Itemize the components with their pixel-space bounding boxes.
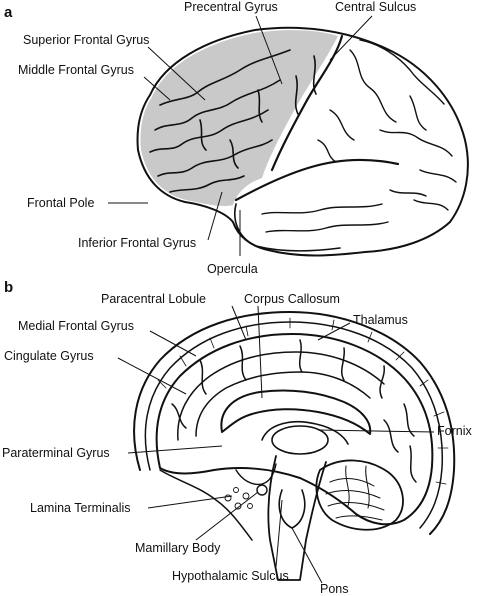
skull-texture — [157, 317, 449, 485]
label-middle-frontal-gyrus: Middle Frontal Gyrus — [18, 63, 134, 77]
sphenoid-texture — [224, 487, 253, 510]
label-corpus-callosum: Corpus Callosum — [244, 292, 340, 306]
corpus-callosum-shape — [220, 389, 372, 435]
label-medial-frontal-gyrus: Medial Frontal Gyrus — [18, 319, 134, 333]
pons-bulge — [278, 489, 306, 529]
panel-b-letter: b — [4, 279, 13, 296]
cerebellum-shape — [315, 459, 404, 531]
temporal-lobe-outline — [234, 203, 341, 252]
thalamus-shape — [271, 425, 329, 455]
label-mamillary-body: Mamillary Body — [135, 541, 221, 555]
skull-outline — [133, 311, 456, 535]
frontal-lobe-shading — [140, 30, 338, 207]
label-superior-frontal-gyrus: Superior Frontal Gyrus — [23, 33, 149, 47]
label-cingulate-gyrus: Cingulate Gyrus — [4, 349, 94, 363]
hemisphere-outline — [136, 26, 469, 257]
label-central-sulcus: Central Sulcus — [335, 0, 416, 14]
lateral-brain-illustration — [136, 26, 469, 257]
panel-a-letter: a — [4, 4, 13, 21]
fornix-shape — [261, 420, 349, 445]
label-paracentral-lobule: Paracentral Lobule — [101, 292, 206, 306]
frontal-gyri — [149, 49, 317, 193]
cerebellum-folia — [325, 465, 385, 521]
panel-a: a — [4, 0, 469, 276]
label-fornix: Fornix — [437, 424, 472, 438]
panel-a-leaders — [108, 15, 373, 256]
medial-brain-illustration — [133, 311, 456, 581]
label-opercula: Opercula — [207, 262, 258, 276]
skull-base — [159, 469, 253, 541]
label-precentral-gyrus: Precentral Gyrus — [184, 0, 278, 14]
label-inferior-frontal-gyrus: Inferior Frontal Gyrus — [78, 236, 196, 250]
medial-gyri — [171, 339, 417, 483]
hypothalamus-region — [235, 463, 277, 486]
label-frontal-pole: Frontal Pole — [27, 196, 94, 210]
label-hypothalamic-sulcus: Hypothalamic Sulcus — [172, 569, 289, 583]
panel-b-leaders — [117, 305, 435, 584]
lateral-fissure-line — [234, 158, 400, 202]
posterior-gyri — [261, 39, 457, 233]
medial-hemisphere-outline — [155, 333, 434, 526]
label-paraterminal-gyrus: Paraterminal Gyrus — [2, 446, 110, 460]
label-lamina-terminalis: Lamina Terminalis — [30, 501, 131, 515]
brainstem-shape — [267, 455, 327, 581]
label-pons: Pons — [320, 582, 349, 596]
skull-inner-table — [144, 321, 444, 529]
mamillary-body-shape — [256, 484, 268, 496]
panel-b: b — [2, 279, 472, 596]
label-thalamus: Thalamus — [353, 313, 408, 327]
